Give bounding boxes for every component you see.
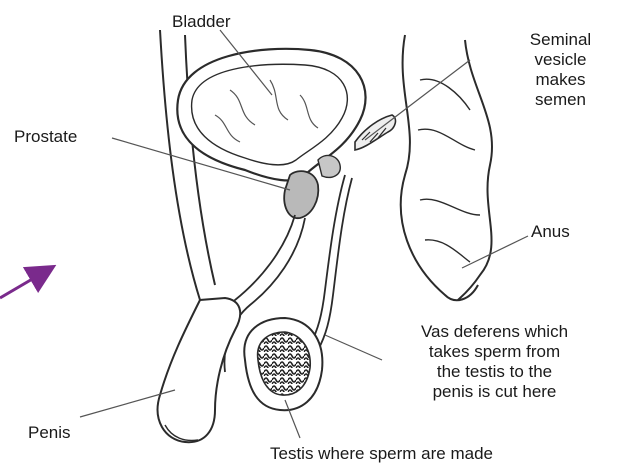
label-seminal-vesicle-line-2: vesicle	[508, 50, 613, 70]
label-testis: Testis where sperm are made	[270, 444, 493, 464]
scrotum	[244, 318, 322, 410]
label-anus: Anus	[531, 222, 570, 242]
arrow-icon	[0, 271, 46, 298]
leader-anus	[462, 236, 528, 268]
penis	[158, 298, 241, 442]
label-penis: Penis	[28, 423, 71, 443]
label-vas-deferens-line-2: takes sperm from	[382, 342, 607, 362]
label-seminal-vesicle-line-1: Seminal	[508, 30, 613, 50]
label-vas-deferens: Vas deferens which takes sperm from the …	[382, 322, 607, 402]
label-prostate: Prostate	[14, 127, 77, 147]
leader-seminal-vesicle	[365, 60, 470, 140]
label-seminal-vesicle-line-3: makes	[508, 70, 613, 90]
leader-vas-deferens	[325, 335, 382, 360]
label-vas-deferens-line-4: penis is cut here	[382, 382, 607, 402]
label-seminal-vesicle: Seminal vesicle makes semen	[508, 30, 613, 110]
label-vas-deferens-line-1: Vas deferens which	[382, 322, 607, 342]
label-seminal-vesicle-line-4: semen	[508, 90, 613, 110]
label-vas-deferens-line-3: the testis to the	[382, 362, 607, 382]
label-bladder: Bladder	[172, 12, 231, 32]
